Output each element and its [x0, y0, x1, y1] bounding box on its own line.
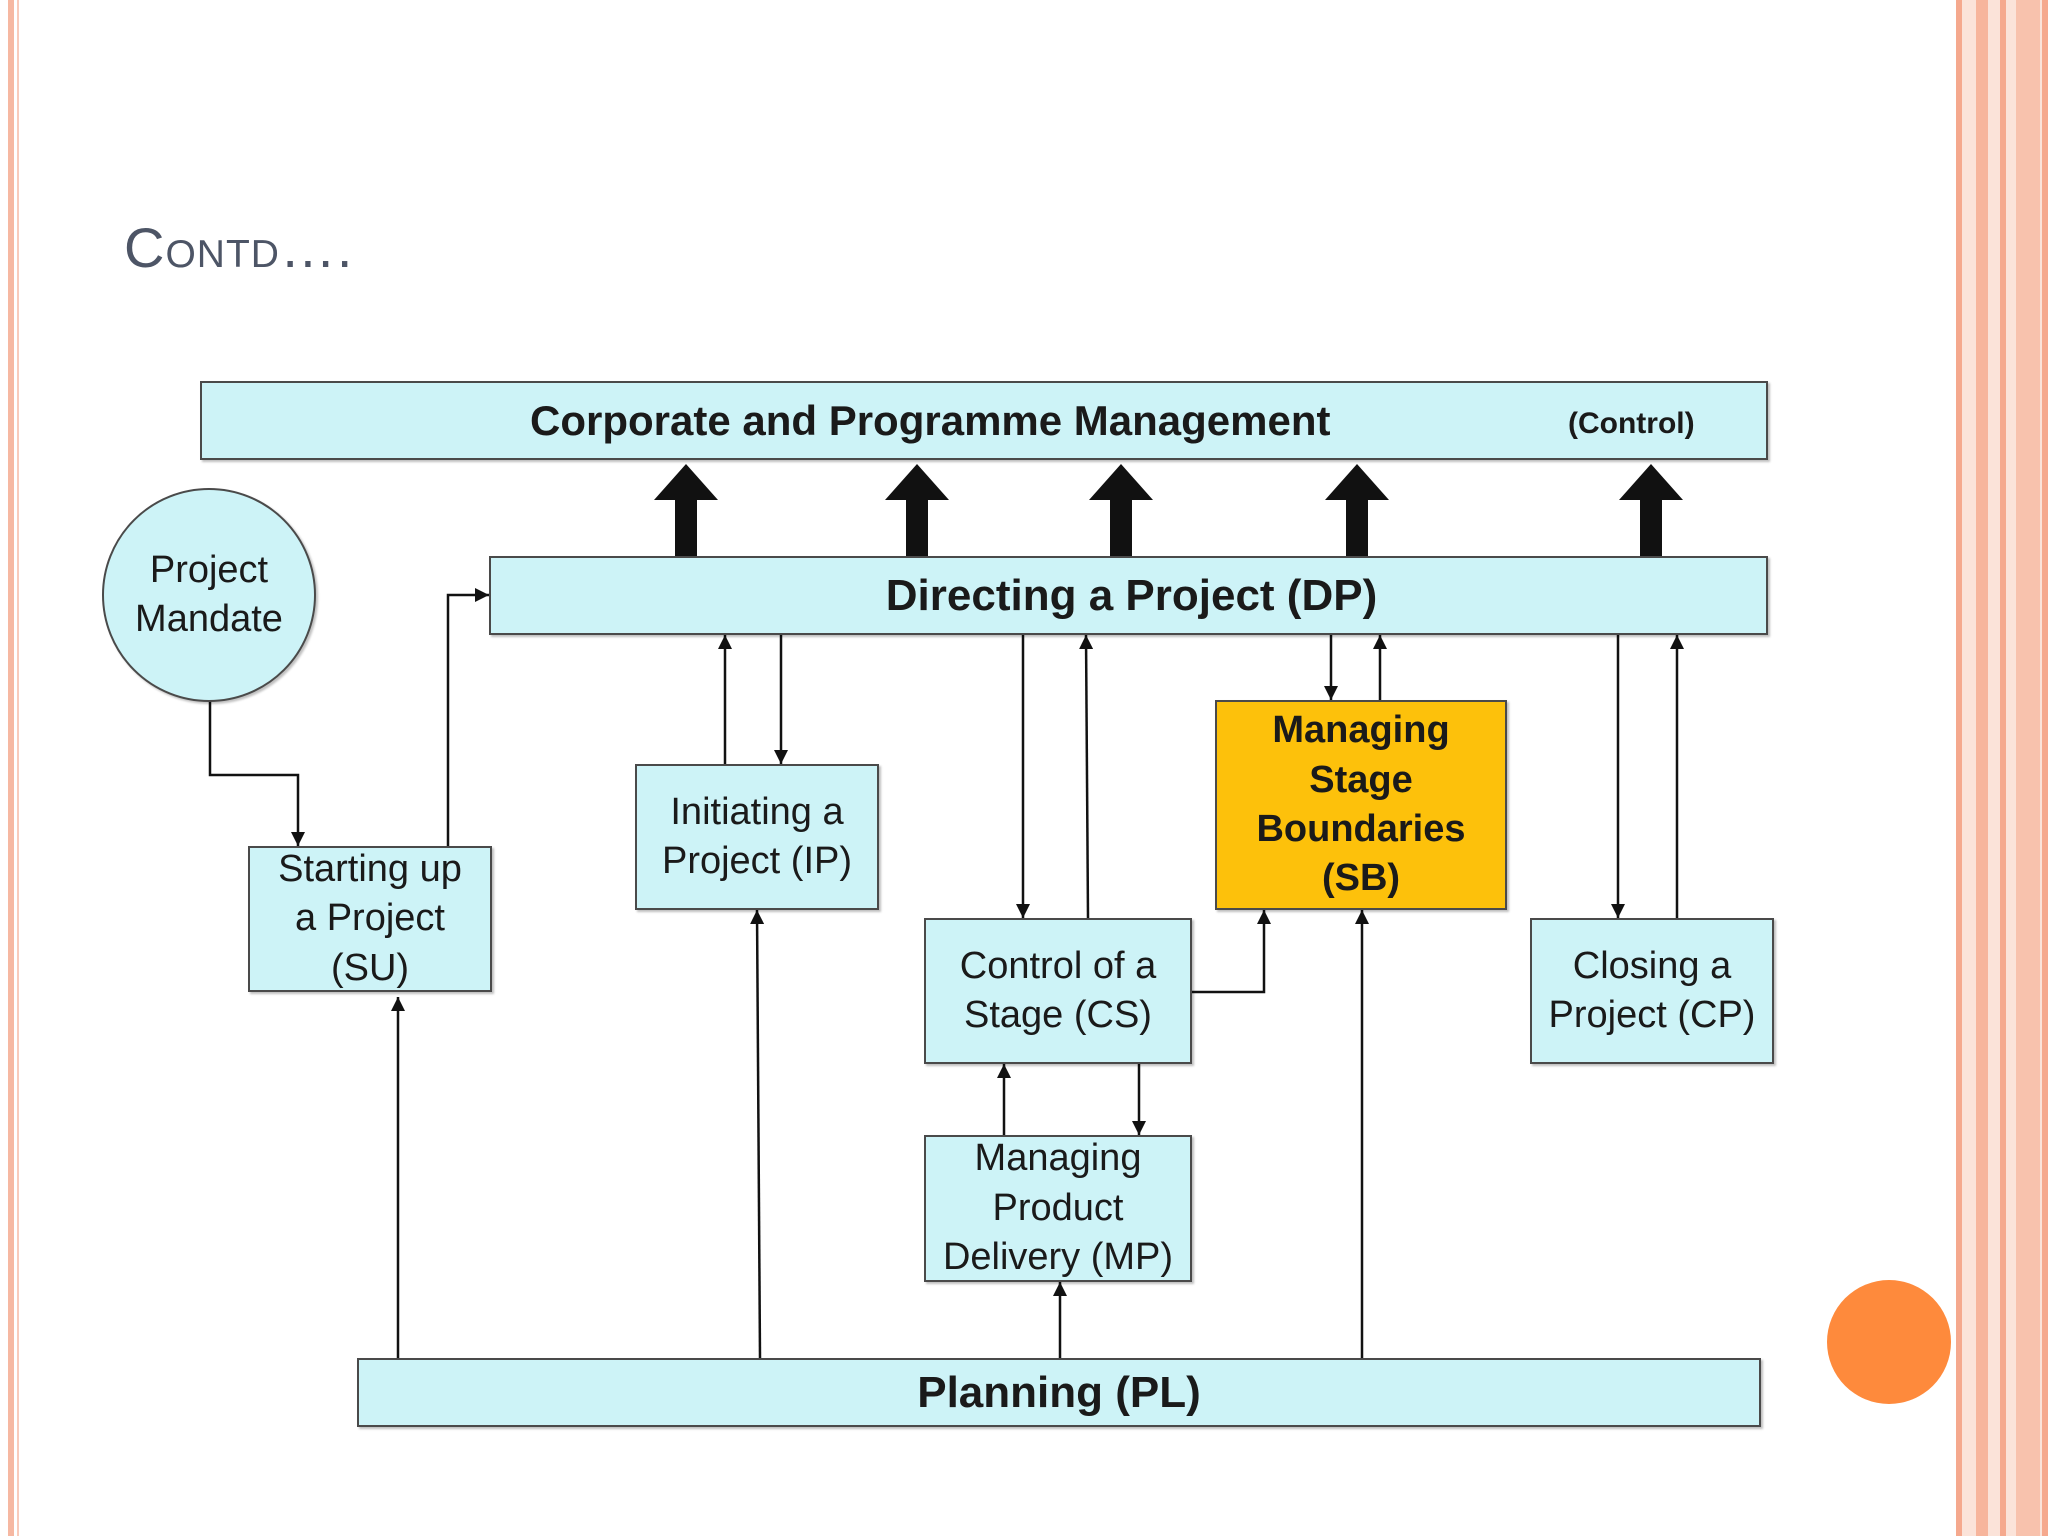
- starting-up-box: Starting up a Project (SU): [248, 846, 492, 992]
- right-border-stripe: [1956, 0, 1962, 1536]
- directing-project-label: Directing a Project (DP): [885, 570, 1378, 620]
- control-note: (Control): [1568, 407, 1695, 440]
- product-delivery-label: Managing Product Delivery (MP): [942, 1137, 1174, 1279]
- accent-dot: [1827, 1280, 1951, 1404]
- corporate-programme-label: Corporate and Programme Management: [530, 397, 1331, 444]
- control-stage-box: Control of a Stage (CS): [924, 918, 1192, 1064]
- left-border-stripe-thin: [17, 0, 19, 1536]
- right-border-stripe: [2042, 0, 2048, 1536]
- slide-title: Contd….: [124, 216, 354, 279]
- initiating-label: Initiating a Project (IP): [661, 790, 853, 882]
- stage-boundaries-box: Managing Stage Boundaries (SB): [1215, 700, 1507, 910]
- control-arrow: [1089, 464, 1153, 556]
- right-border-stripe: [2000, 0, 2006, 1536]
- control-arrow: [654, 464, 718, 556]
- connector-pl-to-ip: [750, 909, 765, 1359]
- control-arrow: [1619, 464, 1683, 556]
- connector-cs-to-dp: [1079, 634, 1094, 919]
- left-border-decoration: [0, 0, 26, 1536]
- control-arrow: [1325, 464, 1389, 556]
- closing-box: Closing a Project (CP): [1530, 918, 1774, 1064]
- project-mandate-circle: Project Mandate: [102, 488, 316, 702]
- control-stage-label: Control of a Stage (CS): [959, 944, 1157, 1036]
- connector-mandate-to-su: [208, 700, 305, 846]
- left-border-stripe: [8, 0, 14, 1536]
- initiating-box: Initiating a Project (IP): [635, 764, 879, 910]
- directing-project-box: Directing a Project (DP): [489, 556, 1768, 635]
- connector-cs-to-sb: [1192, 910, 1271, 994]
- control-arrows: [654, 464, 1683, 556]
- corporate-programme-box: Corporate and Programme Management (Cont…: [200, 381, 1768, 460]
- project-mandate-label: Project Mandate: [135, 548, 283, 640]
- right-border-stripe: [1976, 0, 1988, 1536]
- closing-label: Closing a Project (CP): [1548, 944, 1756, 1036]
- connector-su-to-dp: [446, 588, 489, 846]
- control-arrow: [885, 464, 949, 556]
- planning-box: Planning (PL): [357, 1358, 1761, 1427]
- right-border-stripe: [2016, 0, 2040, 1536]
- product-delivery-box: Managing Product Delivery (MP): [924, 1135, 1192, 1282]
- right-border-decoration: [1956, 0, 2048, 1536]
- planning-label: Planning (PL): [917, 1367, 1201, 1417]
- stage-boundaries-label: Managing Stage Boundaries (SB): [1256, 709, 1466, 900]
- starting-up-label: Starting up a Project (SU): [278, 847, 462, 989]
